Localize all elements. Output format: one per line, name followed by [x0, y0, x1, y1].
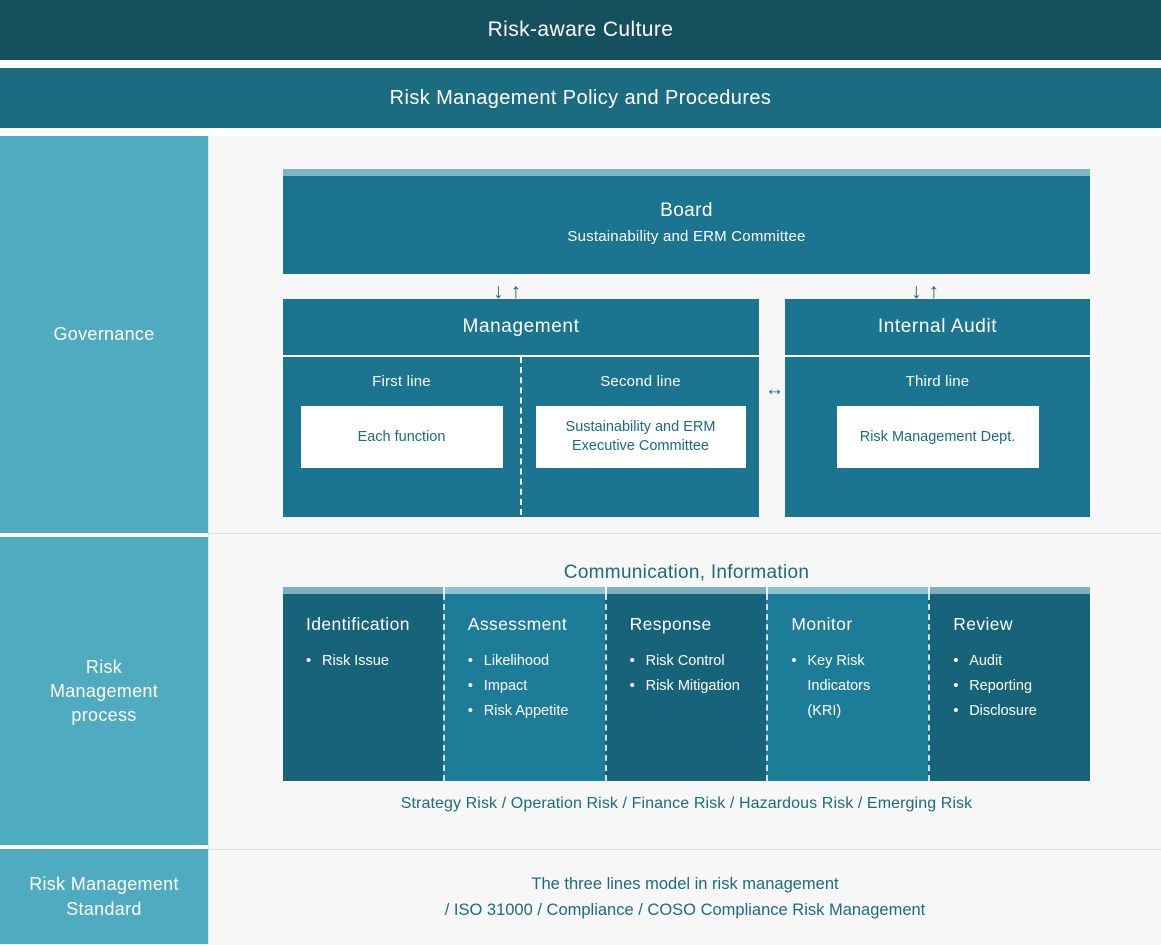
process-column-title: Monitor [791, 614, 853, 634]
process-column-monitor: Monitor Key Risk Indicators (KRI) [766, 587, 929, 781]
arrow-left-right-icon: ↔ [765, 379, 784, 400]
arrows-board-audit: ↓↑ [911, 281, 946, 302]
list-item: Reporting [953, 673, 1090, 699]
banner-gap-1 [0, 60, 1161, 68]
internal-audit-box: Internal Audit Third line Risk Managemen… [785, 299, 1090, 517]
first-line-card: Each function [300, 406, 503, 468]
rail-separator-1 [0, 533, 1161, 537]
list-item: Risk Control [630, 648, 767, 674]
second-line-label: Second line [600, 373, 681, 390]
banner-policy-label: Risk Management Policy and Procedures [389, 86, 772, 109]
rail-standard-label: Risk Management Standard [29, 874, 179, 919]
list-item: Likelihood [468, 648, 605, 674]
banner-risk-aware-culture: Risk-aware Culture [0, 0, 1161, 60]
process-column-assessment: Assessment Likelihood Impact Risk Appeti… [442, 587, 605, 781]
rail-risk-management-process: Risk Management process [0, 537, 208, 845]
process-column-items: Risk Control Risk Mitigation [630, 648, 767, 699]
list-item: Risk Issue [306, 648, 443, 674]
management-title: Management [283, 299, 759, 357]
arrow-up-icon: ↑ [928, 280, 946, 303]
process-column-title: Response [629, 614, 712, 634]
process-column-title: Assessment [467, 614, 568, 634]
second-line-card: Sustainability and ERM Executive Committ… [535, 406, 746, 468]
arrow-down-icon: ↓ [493, 280, 511, 303]
process-content: Communication, Information Identificatio… [208, 537, 1161, 845]
standard-content: The three lines model in risk management… [208, 849, 1161, 944]
banner-gap-2 [0, 128, 1161, 136]
management-box: Management First line Each function Seco… [283, 299, 759, 517]
standard-line-2: / ISO 31000 / Compliance / COSO Complian… [444, 900, 926, 919]
list-item: Risk Mitigation [630, 673, 767, 699]
arrows-board-management: ↓↑ [493, 281, 528, 302]
rail-governance: Governance [0, 136, 208, 533]
process-column-title: Identification [306, 614, 410, 634]
first-line-column: First line Each function [283, 357, 520, 515]
process-column-items: Key Risk Indicators (KRI) [791, 648, 928, 724]
arrow-down-icon: ↓ [911, 280, 929, 303]
management-lines: First line Each function Second line Sus… [283, 357, 759, 515]
third-line-column: Third line Risk Management Dept. [785, 357, 1090, 515]
board-box: Board Sustainability and ERM Committee [283, 169, 1090, 274]
process-column-title: Review [953, 614, 1013, 634]
row-governance: Governance Board Sustainability and ERM … [0, 136, 1161, 533]
rail-process-label: Risk Management process [49, 656, 159, 726]
second-line-column: Second line Sustainability and ERM Execu… [520, 357, 759, 515]
internal-audit-lines: Third line Risk Management Dept. [785, 357, 1090, 515]
list-item: Impact [468, 673, 605, 699]
process-column-items: Likelihood Impact Risk Appetite [468, 648, 605, 724]
rail-governance-label: Governance [53, 324, 155, 345]
banner-risk-management-policy: Risk Management Policy and Procedures [0, 68, 1161, 128]
list-item: Disclosure [953, 698, 1090, 724]
rail-separator-2 [0, 845, 1161, 849]
board-title: Board [660, 200, 713, 221]
list-item: Audit [953, 648, 1090, 674]
third-line-label: Third line [905, 373, 970, 390]
board-subtitle: Sustainability and ERM Committee [567, 228, 806, 245]
process-column-identification: Identification Risk Issue [283, 587, 443, 781]
rail-risk-management-standard: Risk Management Standard [0, 849, 208, 944]
communication-information-title: Communication, Information [563, 562, 810, 583]
process-columns: Identification Risk Issue Assessment Lik… [283, 587, 1090, 781]
third-line-card: Risk Management Dept. [836, 406, 1039, 468]
list-item: Key Risk Indicators (KRI) [791, 648, 928, 724]
risk-types-label: Strategy Risk / Operation Risk / Finance… [400, 795, 973, 812]
process-column-items: Risk Issue [306, 648, 443, 674]
process-column-items: Audit Reporting Disclosure [953, 648, 1090, 724]
first-line-label: First line [372, 373, 431, 390]
row-risk-management-process: Risk Management process Communication, I… [0, 537, 1161, 845]
standard-line-1: The three lines model in risk management [531, 874, 839, 893]
arrow-up-icon: ↑ [510, 280, 528, 303]
list-item: Risk Appetite [468, 698, 605, 724]
banner-culture-label: Risk-aware Culture [487, 18, 674, 41]
process-column-review: Review Audit Reporting Disclosure [928, 587, 1090, 781]
row-risk-management-standard: Risk Management Standard The three lines… [0, 849, 1161, 944]
governance-content: Board Sustainability and ERM Committee ↓… [208, 136, 1161, 533]
internal-audit-title: Internal Audit [785, 299, 1090, 357]
process-column-response: Response Risk Control Risk Mitigation [604, 587, 767, 781]
